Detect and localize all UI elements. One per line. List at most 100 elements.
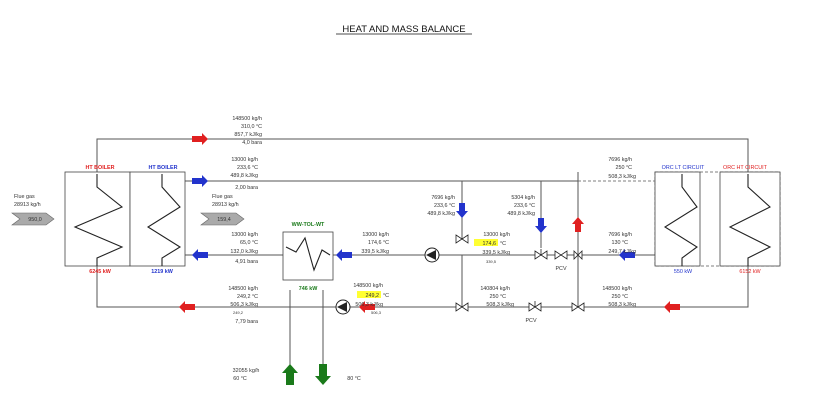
svg-text:249,2: 249,2 bbox=[233, 310, 244, 315]
highlight-bottom-temp bbox=[357, 291, 381, 298]
cooling-out-temp: 80 °C bbox=[347, 376, 361, 382]
svg-text:506,3 kJ/kg: 506,3 kJ/kg bbox=[230, 302, 258, 308]
red-arrow-bottom-1 bbox=[179, 301, 195, 313]
blue-arrow-left-3 bbox=[619, 249, 635, 261]
svg-text:13000 kg/h: 13000 kg/h bbox=[362, 232, 389, 238]
red-arrow-top bbox=[192, 133, 208, 145]
bottom-pipe bbox=[96, 266, 749, 308]
orc-lt-label: ORC LT CIRCUIT bbox=[662, 165, 705, 171]
svg-text:233,6 °C: 233,6 °C bbox=[514, 203, 535, 209]
blue-arrow-down-2 bbox=[535, 218, 547, 233]
svg-text:7696 kg/h: 7696 kg/h bbox=[608, 232, 632, 238]
svg-text:339,5: 339,5 bbox=[486, 259, 497, 264]
ht-boiler-1-label: HT BOILER bbox=[85, 165, 114, 171]
svg-text:250 °C: 250 °C bbox=[611, 294, 628, 300]
blue-arrow-second bbox=[192, 175, 208, 187]
svg-text:339,5 kJ/kg: 339,5 kJ/kg bbox=[482, 250, 510, 256]
svg-text:7,79 bara: 7,79 bara bbox=[235, 319, 258, 325]
svg-text:159,4: 159,4 bbox=[217, 217, 231, 223]
svg-text:132,0 kJ/kg: 132,0 kJ/kg bbox=[230, 249, 258, 255]
svg-text:140804 kg/h: 140804 kg/h bbox=[480, 286, 510, 292]
svg-text:233,6 °C: 233,6 °C bbox=[237, 165, 258, 171]
highlight-mix-temp bbox=[474, 239, 498, 246]
stream-cooling-labels: 32055 kg/h 60 °C bbox=[233, 368, 260, 382]
svg-text:4,91 bara: 4,91 bara bbox=[235, 259, 258, 265]
svg-text:489,8 kJ/kg: 489,8 kJ/kg bbox=[427, 211, 455, 217]
svg-text:5304 kg/h: 5304 kg/h bbox=[511, 195, 535, 201]
hx-power: 746 kW bbox=[299, 286, 318, 292]
stream-bottom-right-a-labels: 140804 kg/h 250 °C 508,3 kJ/kg bbox=[480, 286, 514, 308]
stream-boiler-return-labels: 13000 kg/h 65,0 °C 132,0 kJ/kg 4,91 bara bbox=[230, 232, 258, 265]
svg-text:°C: °C bbox=[500, 241, 506, 247]
svg-text:950,0: 950,0 bbox=[28, 217, 42, 223]
control-valve-3 bbox=[573, 250, 583, 260]
pcv-label-1: PCV bbox=[555, 266, 566, 272]
flue-in-label: Flue gas bbox=[14, 194, 35, 200]
svg-text:°C: °C bbox=[383, 293, 389, 299]
svg-text:249,2 °C: 249,2 °C bbox=[237, 294, 258, 300]
stream-top-labels: 148500 kg/h 310,0 °C 857,7 kJ/kg 4,0 bar… bbox=[232, 116, 262, 146]
control-valve-2 bbox=[554, 250, 568, 260]
second-pipe bbox=[161, 172, 579, 182]
pump-bottom bbox=[335, 299, 351, 315]
pump-mid bbox=[424, 247, 440, 263]
svg-text:4,0 bara: 4,0 bara bbox=[242, 140, 262, 146]
ht-boiler-1-power: 6245 kW bbox=[89, 269, 111, 275]
svg-text:508,3 kJ/kg: 508,3 kJ/kg bbox=[608, 302, 636, 308]
svg-text:148500 kg/h: 148500 kg/h bbox=[232, 116, 262, 122]
svg-text:506,3 kJ/kg: 506,3 kJ/kg bbox=[355, 302, 383, 308]
svg-text:60 °C: 60 °C bbox=[233, 376, 247, 382]
hx-ww-tol-wt bbox=[282, 231, 334, 281]
svg-text:489,8 kJ/kg: 489,8 kJ/kg bbox=[507, 211, 535, 217]
control-valve-6 bbox=[455, 234, 469, 244]
svg-text:249,2: 249,2 bbox=[366, 293, 380, 299]
stream-bottom-left-labels: 148500 kg/h 249,2 °C 506,3 kJ/kg 249,2 7… bbox=[228, 286, 258, 325]
svg-text:148500 kg/h: 148500 kg/h bbox=[353, 283, 383, 289]
orc-ht-power: 6152 kW bbox=[739, 269, 761, 275]
svg-text:32055 kg/h: 32055 kg/h bbox=[233, 368, 260, 374]
orc-lt-power: 550 kW bbox=[674, 269, 693, 275]
svg-text:130 °C: 130 °C bbox=[611, 240, 628, 246]
ht-boiler-2 bbox=[129, 171, 186, 267]
svg-text:250 °C: 250 °C bbox=[489, 294, 506, 300]
svg-text:249,7 kJ/kg: 249,7 kJ/kg bbox=[608, 249, 636, 255]
stream-orc-mid-right-labels: 5304 kg/h 233,6 °C 489,8 kJ/kg bbox=[507, 195, 535, 217]
orc-ht-label: ORC HT CIRCUIT bbox=[723, 165, 768, 171]
svg-text:2,00 bara: 2,00 bara bbox=[235, 185, 258, 191]
svg-text:148500 kg/h: 148500 kg/h bbox=[602, 286, 632, 292]
svg-text:13000 kg/h: 13000 kg/h bbox=[231, 232, 258, 238]
stream-right-top-labels: 7696 kg/h 250 °C 508,3 kJ/kg bbox=[608, 157, 636, 180]
ht-boiler-2-label: HT BOILER bbox=[148, 165, 177, 171]
stream-bottom-mid-labels: 148500 kg/h 249,2 °C 506,3 kJ/kg 506,3 bbox=[353, 283, 389, 315]
svg-text:233,6 °C: 233,6 °C bbox=[434, 203, 455, 209]
svg-text:857,7 kJ/kg: 857,7 kJ/kg bbox=[234, 132, 262, 138]
control-valve-4 bbox=[455, 302, 469, 312]
svg-text:174,6 °C: 174,6 °C bbox=[368, 240, 389, 246]
svg-text:508,3 kJ/kg: 508,3 kJ/kg bbox=[486, 302, 514, 308]
svg-text:489,8 kJ/kg: 489,8 kJ/kg bbox=[230, 173, 258, 179]
svg-text:310,0 °C: 310,0 °C bbox=[241, 124, 262, 130]
red-arrow-bottom-3 bbox=[664, 301, 680, 313]
pcv-label-2: PCV bbox=[525, 318, 536, 324]
svg-text:13000 kg/h: 13000 kg/h bbox=[483, 232, 510, 238]
svg-text:7696 kg/h: 7696 kg/h bbox=[608, 157, 632, 163]
blue-arrow-left-1 bbox=[192, 249, 208, 261]
flue-mid-label: Flue gas bbox=[212, 194, 233, 200]
red-arrow-bottom-2 bbox=[359, 301, 375, 313]
stream-right-mid-labels: 7696 kg/h 130 °C 249,7 kJ/kg bbox=[608, 232, 636, 255]
svg-text:506,3: 506,3 bbox=[371, 310, 382, 315]
stream-second-labels: 13000 kg/h 233,6 °C 489,8 kJ/kg 2,00 bar… bbox=[230, 157, 258, 191]
control-valve-5 bbox=[571, 302, 585, 312]
flue-gas-mid-arrow: 159,4 bbox=[200, 212, 245, 226]
stream-orc-mid-left-labels: 7696 kg/h 233,6 °C 489,8 kJ/kg bbox=[427, 195, 455, 217]
red-arrow-up bbox=[572, 217, 584, 232]
top-pipe bbox=[96, 138, 749, 172]
svg-text:65,0 °C: 65,0 °C bbox=[240, 240, 258, 246]
svg-text:7696 kg/h: 7696 kg/h bbox=[431, 195, 455, 201]
cooling-water-in-arrow bbox=[282, 364, 298, 385]
ht-boiler-2-power: 1219 kW bbox=[151, 269, 173, 275]
flue-gas-in-arrow: 950,0 bbox=[11, 212, 55, 226]
stream-bottom-right-b-labels: 148500 kg/h 250 °C 508,3 kJ/kg bbox=[602, 286, 636, 308]
flue-mid-flow: 28913 kg/h bbox=[212, 202, 239, 208]
